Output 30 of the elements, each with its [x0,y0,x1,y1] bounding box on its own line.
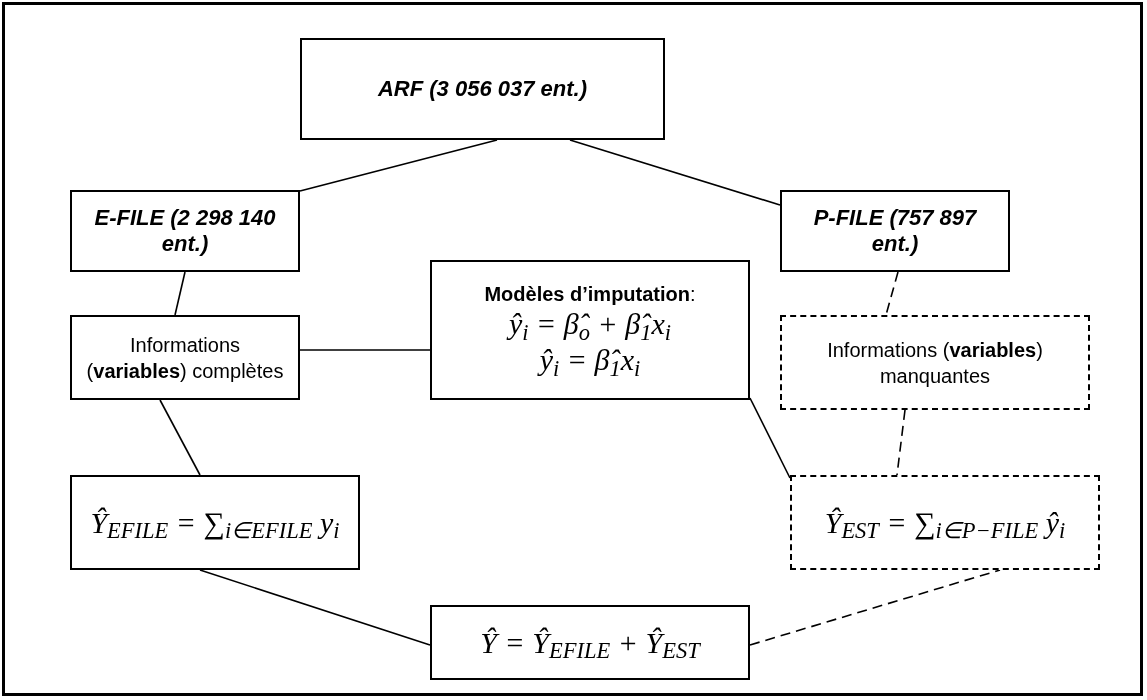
box-text: Informations (variables) complètes [85,332,285,384]
process-box [70,315,300,400]
box-title: ARF (3 056 037 ent.) [377,76,588,102]
box-text: Informations (variables) manquantes [826,337,1044,389]
process-box [780,190,1010,272]
process-box [430,260,750,400]
process-box [70,190,300,272]
connector-line [896,409,906,476]
connector-line [299,349,431,351]
process-box [430,605,750,680]
dashed-box [790,475,1100,570]
connector-line [174,271,186,316]
formula: Ŷ = Ŷ$_{EFILE}$ + Ŷ$_{EST}$ [480,624,700,661]
process-box [300,38,665,140]
formula: ŷ$_{i}$ = β̂$_{o}$ + β̂$_{1}$x$_{i}$ [508,306,672,342]
formula: ŷ$_{i}$ = β̂$_{1}$x$_{i}$ [539,342,641,378]
process-box [70,475,360,570]
connector-line [569,139,781,206]
connector-line [159,399,201,476]
box-title: P-FILE (757 897 ent.) [812,205,978,257]
box-title: E-FILE (2 298 140 ent.) [93,205,277,257]
connector-line [199,569,431,646]
dashed-box [780,315,1090,410]
connector-line [299,139,498,192]
connector-line [885,271,899,316]
formula: Ŷ$_{EST}$ = ∑$_{i∈P−FILE}$ ŷ$_{i}$ [824,504,1066,541]
connector-line [749,397,791,479]
formula: Ŷ$_{EFILE}$ = ∑$_{i∈EFILE}$ y$_{i}$ [90,504,340,541]
connector-line [749,569,1001,646]
box-heading: Modèles d’imputation: [484,282,696,306]
